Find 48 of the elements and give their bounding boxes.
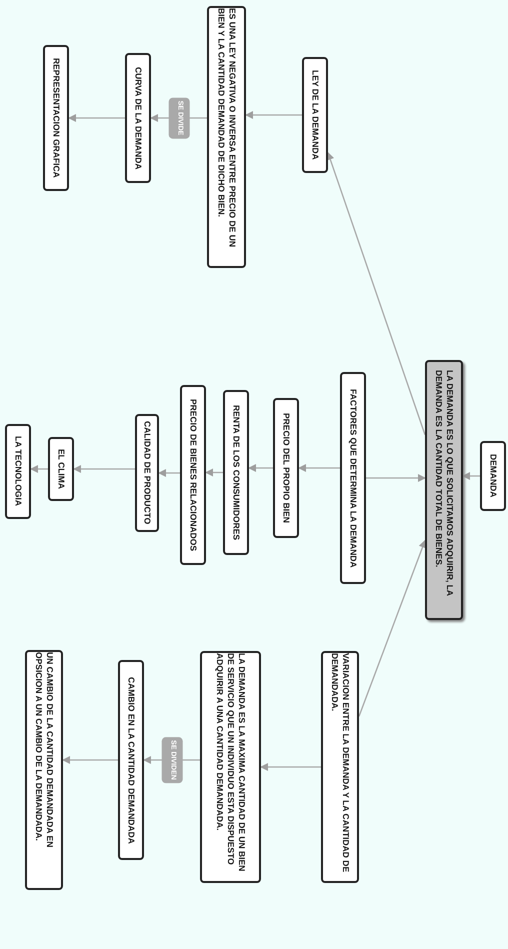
concept-text: PRECIO DE BIENES RELACIONADOS bbox=[188, 398, 198, 552]
concept-box bbox=[125, 53, 151, 183]
arrow bbox=[358, 540, 426, 717]
arrow bbox=[298, 464, 340, 472]
concept-box bbox=[135, 414, 159, 532]
concept-box bbox=[180, 385, 206, 565]
concept-text: ES UNA LEY NEGATIVA O INVERSA ENTRE PRECIO DE UN BIEN Y LA CANTIDAD DEMANDAD DE DICHO BIEN. bbox=[216, 8, 238, 249]
concept-box bbox=[207, 6, 246, 268]
arrow bbox=[366, 474, 426, 482]
concept-box bbox=[340, 372, 366, 584]
concept-text: PRECIO DEL PROPIO BIEN bbox=[280, 413, 292, 523]
arrow bbox=[158, 469, 180, 477]
arrow bbox=[73, 465, 135, 473]
definition-box bbox=[425, 360, 463, 620]
concept-text: LA TECNOLOGIA bbox=[12, 436, 24, 507]
concept-box bbox=[480, 441, 506, 511]
concept-box bbox=[5, 424, 31, 519]
concept-box bbox=[273, 398, 299, 538]
concept-text: RENTA DE LOS CONSUMIDORES bbox=[230, 404, 242, 540]
arrow bbox=[205, 468, 223, 476]
concept-text: EL CLIMA bbox=[56, 449, 66, 489]
concept-text: CAMBIO EN LA CANTIDAD DEMANDADA bbox=[126, 676, 136, 844]
arrow bbox=[62, 756, 118, 764]
concept-box bbox=[223, 390, 249, 555]
concept-text: DEMANDA bbox=[488, 454, 498, 498]
concept-box bbox=[118, 660, 144, 860]
concept-text: LEY DE LA DEMANDA bbox=[310, 70, 320, 160]
concept-box bbox=[25, 650, 63, 890]
concept-text: UN CAMBIO DE LA CANTIDAD DEMANDADA EN OPSICION A UN CAMBIO DE LA DEMANDADA. bbox=[33, 652, 55, 850]
arrow bbox=[326, 152, 426, 435]
concept-box bbox=[302, 57, 328, 173]
arrow bbox=[462, 472, 480, 480]
concept-box bbox=[43, 45, 69, 191]
concept-box bbox=[200, 651, 261, 883]
concept-box bbox=[321, 651, 359, 883]
concept-text: VARIACION ENTRE LA DEMANDA Y LA CANTIDAD DE DEMANDADA. bbox=[329, 653, 351, 874]
concept-text: LA DEMANDA ES LA MAXIMA CANTIDAD DE UN BIEN DE SERVICIO QUE UN INDIVIDUO ESTA DISPUESTO ADQUIRIR A UNA CANTIDAD DEMANDADA. bbox=[214, 653, 247, 874]
arrow bbox=[248, 464, 273, 472]
concept-text: FACTORES QUE DETERMINA LA DEMANDA bbox=[348, 388, 358, 568]
concept-text: LA DEMANDA ES LO QUE SOLICITAMOS ADQUIRIR, LA DEMANDA ES LA CANTIDAD TOTAL DE BIENES. bbox=[433, 370, 455, 598]
arrow bbox=[68, 114, 125, 122]
arrow bbox=[245, 111, 302, 119]
concept-box bbox=[48, 437, 74, 501]
concept-text: REPRESENTACION GRAFICA bbox=[50, 58, 62, 178]
concept-text: CURVA DE LA DEMANDA bbox=[132, 66, 144, 170]
arrow bbox=[30, 465, 48, 473]
concept-text: CALIDAD DE PRODUCTO bbox=[142, 421, 152, 525]
arrow bbox=[260, 763, 321, 771]
